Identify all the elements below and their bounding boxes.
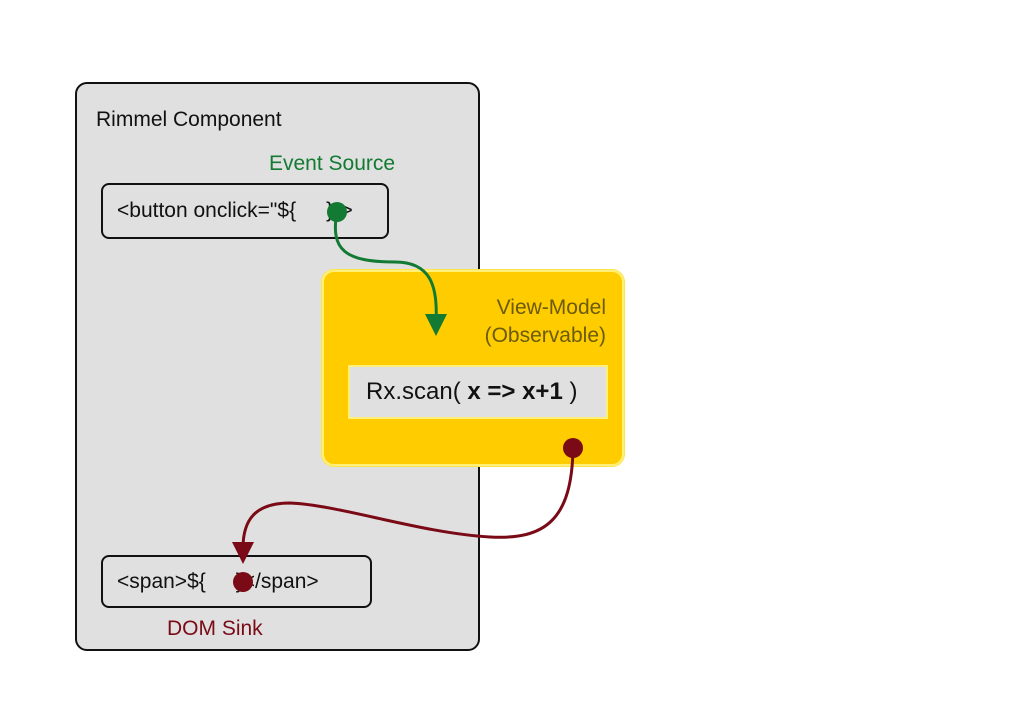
span-code-box: <span>${ }</span> xyxy=(101,555,372,608)
view-model-output-dot xyxy=(563,438,583,458)
dom-sink-dot xyxy=(233,572,253,592)
dom-sink-label: DOM Sink xyxy=(167,617,263,640)
button-code-prefix: <button onclick="${ xyxy=(117,199,297,222)
scan-bold: x => x+1 xyxy=(467,378,563,405)
view-model-title-line1: View-Model xyxy=(496,296,606,319)
view-model-title-line2: (Observable) xyxy=(484,324,606,347)
span-code-prefix: <span>${ xyxy=(117,569,206,593)
scan-code-box: Rx.scan( x => x+1 ) xyxy=(348,365,608,419)
scan-suffix: ) xyxy=(562,378,578,405)
scan-prefix: Rx.scan( xyxy=(366,378,468,405)
source-connector xyxy=(333,211,438,323)
event-source-dot xyxy=(327,202,347,222)
source-arrowhead xyxy=(425,314,447,336)
view-model-title: View-Model (Observable) xyxy=(420,294,606,350)
event-source-label: Event Source xyxy=(269,152,396,175)
sink-connector xyxy=(241,447,575,549)
component-title: Rimmel Component xyxy=(96,108,282,131)
sink-arrowhead xyxy=(232,542,254,564)
span-code-suffix: }</span> xyxy=(235,569,319,593)
